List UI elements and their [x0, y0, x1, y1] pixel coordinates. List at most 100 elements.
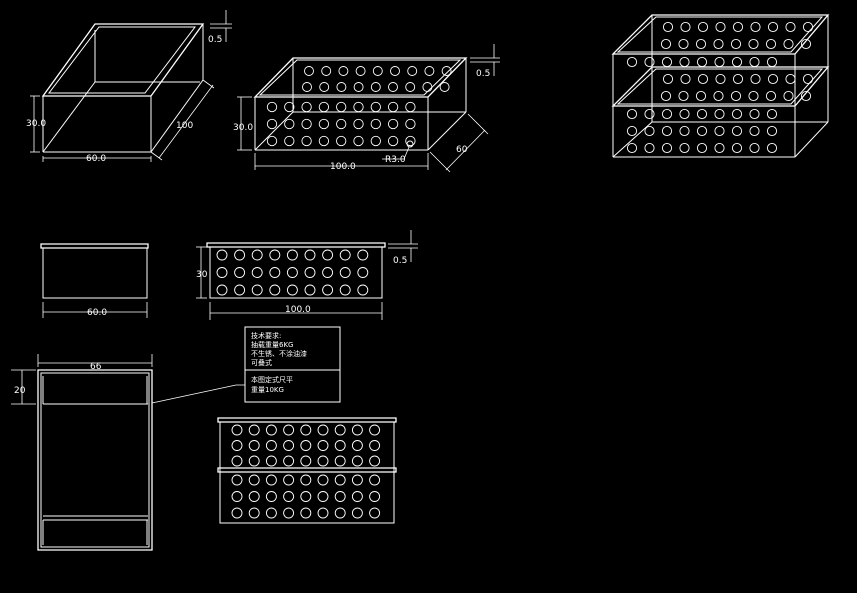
perforation-hole [356, 67, 365, 76]
perforation-hole [235, 250, 245, 260]
perforation-hole [301, 508, 311, 518]
perforation-hole [371, 102, 380, 111]
perforation-hole [352, 441, 362, 451]
perforation-hole [370, 425, 380, 435]
plain-front-width: 60.0 [87, 308, 107, 318]
perforation-hole [680, 109, 689, 118]
perforation-hole [305, 67, 314, 76]
perforation-hole [352, 508, 362, 518]
perforation-hole [320, 83, 329, 92]
perforation-hole [337, 83, 346, 92]
perforation-hole [232, 475, 242, 485]
perforation-hole [267, 136, 276, 145]
perforation-hole [696, 91, 705, 100]
perforation-hole [301, 475, 311, 485]
note-line-4: 可叠式 [251, 358, 272, 367]
perforation-hole [662, 57, 671, 66]
perforation-hole [305, 250, 315, 260]
perforation-hole [440, 83, 449, 92]
perforation-hole [389, 83, 398, 92]
perforation-hole [323, 268, 333, 278]
perforation-hole [266, 441, 276, 451]
perf-iso-thickness: 0.5 [476, 69, 490, 79]
perforation-hole [318, 492, 328, 502]
perforation-hole [318, 508, 328, 518]
perforation-hole [335, 508, 345, 518]
leader-line [152, 385, 245, 403]
perforation-hole [750, 57, 759, 66]
perforation-hole [267, 102, 276, 111]
perforation-hole [786, 22, 795, 31]
perforation-hole [301, 492, 311, 502]
side-view: 66 20 [11, 354, 152, 550]
plain-iso-width: 60.0 [86, 154, 106, 164]
perforation-hole [266, 475, 276, 485]
perforation-hole [340, 285, 350, 295]
perf-iso-length: 100.0 [330, 162, 356, 172]
plain-tray-front-view: 60.0 [41, 244, 148, 318]
perforation-hole [388, 102, 397, 111]
perforation-hole [662, 143, 671, 152]
perf-iso-radius: R3.0 [385, 155, 406, 165]
perforation-hole [803, 22, 812, 31]
perforation-hole [371, 83, 380, 92]
perforation-hole [696, 39, 705, 48]
perforation-hole [732, 143, 741, 152]
perforation-hole [302, 136, 311, 145]
perforation-hole [697, 143, 706, 152]
perforation-hole [284, 492, 294, 502]
perforation-hole [733, 74, 742, 83]
perforation-hole [751, 22, 760, 31]
perforation-hole [766, 39, 775, 48]
perforation-hole [767, 126, 776, 135]
perforation-hole [217, 285, 227, 295]
perforation-hole [784, 91, 793, 100]
perforation-hole [318, 441, 328, 451]
perforation-hole [681, 74, 690, 83]
perforation-hole [661, 91, 670, 100]
perforation-hole [750, 126, 759, 135]
perforation-hole [352, 492, 362, 502]
perforation-hole [750, 143, 759, 152]
perforation-hole [423, 83, 432, 92]
perforation-hole [270, 285, 280, 295]
stacked-trays-isometric [613, 15, 828, 157]
perforation-hole [249, 492, 259, 502]
perforation-hole [252, 285, 262, 295]
perforation-hole [266, 456, 276, 466]
perforation-hole [408, 67, 417, 76]
note-line-3: 不生锈、不涂油漆 [251, 349, 307, 358]
perforation-hole [305, 268, 315, 278]
note-line-1: 技术要求: [251, 331, 281, 340]
perforation-hole [751, 74, 760, 83]
perforation-hole [217, 250, 227, 260]
perforation-hole [627, 126, 636, 135]
technical-notes-box: 技术要求: 抽载重量6KG 不生锈、不涂油漆 可叠式 本图定式尺平 重量10KG [245, 327, 340, 402]
perf-front-height: 30 [196, 270, 208, 280]
perforation-hole [732, 126, 741, 135]
side-width: 66 [90, 362, 102, 372]
perforation-hole [284, 475, 294, 485]
perforation-hole [715, 143, 724, 152]
perforation-hole [358, 285, 368, 295]
perforation-hole [388, 119, 397, 128]
perforation-hole [305, 285, 315, 295]
perforation-hole [388, 136, 397, 145]
perforation-hole [371, 136, 380, 145]
perforation-hole [335, 456, 345, 466]
perforation-hole [732, 57, 741, 66]
perf-front-length: 100.0 [285, 305, 311, 315]
perforation-hole [680, 57, 689, 66]
perforation-hole [354, 136, 363, 145]
perforation-hole [663, 22, 672, 31]
perforation-hole [373, 67, 382, 76]
perforation-hole [302, 102, 311, 111]
perforation-hole [627, 57, 636, 66]
perforation-hole [391, 67, 400, 76]
perforation-hole [284, 425, 294, 435]
side-height: 20 [14, 386, 26, 396]
perforation-hole [406, 102, 415, 111]
perforation-hole [266, 425, 276, 435]
perforated-tray-isometric: 0.5 30.0 100.0 R3.0 60 [233, 44, 500, 172]
